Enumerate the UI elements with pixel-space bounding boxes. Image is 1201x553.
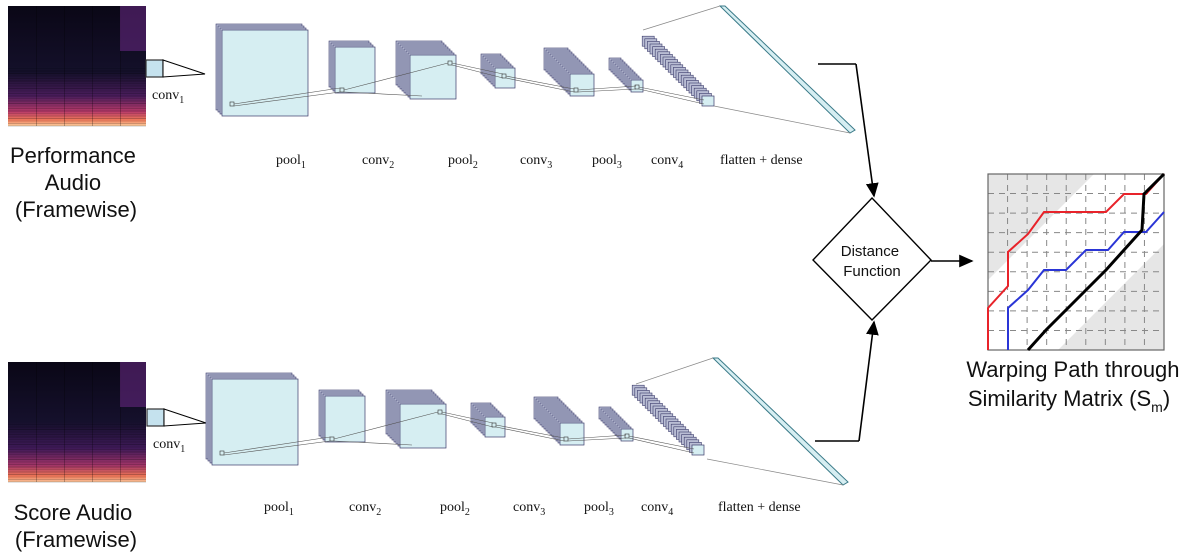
dense-layer-top	[718, 5, 856, 134]
pool4-maps	[631, 384, 705, 456]
layer-label: conv2	[349, 500, 381, 518]
matrix-grid	[988, 174, 1164, 350]
pool3-maps	[533, 396, 585, 446]
conv2-maps	[318, 389, 366, 443]
conv3-maps	[470, 402, 506, 438]
pool2-maps	[395, 40, 457, 100]
similarity-matrix-caption: Warping Path through Similarity Matrix (…	[966, 357, 1185, 415]
pool3-maps	[543, 47, 595, 97]
layer-label: pool2	[448, 153, 478, 171]
conv1-kernel-bottom	[146, 408, 165, 427]
score-cnn-layers	[205, 372, 705, 466]
conv1-kernel-top	[145, 59, 164, 78]
distance-function-label: Distance Function	[841, 243, 904, 280]
pool2-maps	[385, 389, 447, 449]
conv1-cone-top	[162, 59, 206, 78]
score-spectrogram	[8, 362, 146, 483]
warping-path-optimal	[1026, 172, 1166, 352]
layer-label: pool3	[584, 500, 614, 518]
layer-label: flatten + dense	[720, 153, 803, 168]
layer-label: pool1	[276, 153, 306, 171]
conv3-maps	[480, 53, 516, 89]
layer-label: conv3	[513, 500, 545, 518]
dense-layer-bottom	[711, 357, 849, 486]
layer-label: flatten + dense	[718, 500, 801, 515]
connectors	[815, 63, 974, 442]
layer-label: conv3	[520, 153, 552, 171]
pool4-maps	[641, 35, 715, 107]
performance-layer-labels: pool1 conv2 pool2 conv3 pool3 conv4 flat…	[276, 153, 803, 171]
layer-label: pool2	[440, 500, 470, 518]
warping-path-blue	[1007, 211, 1165, 350]
layer-label: pool3	[592, 153, 622, 171]
warping-path-red	[987, 173, 1165, 350]
conv1-label-bottom: conv1	[153, 437, 185, 455]
score-audio-label: Score Audio (Framewise)	[14, 500, 139, 552]
performance-audio-label: Performance Audio (Framewise)	[10, 143, 142, 222]
performance-cnn-layers	[215, 23, 715, 117]
layer-label: conv2	[362, 153, 394, 171]
distance-function-node: Distance Function	[812, 196, 932, 321]
performance-spectrogram	[8, 6, 146, 127]
layer-label: pool1	[264, 500, 294, 518]
similarity-matrix: Warping Path through Similarity Matrix (…	[966, 172, 1185, 415]
score-layer-labels: pool1 conv2 pool2 conv3 pool3 conv4 flat…	[264, 500, 801, 518]
warping-band	[988, 174, 1164, 350]
conv1-cone-bottom	[163, 408, 207, 427]
performance-branch: conv1 Performance Audio (Framewise) pool…	[8, 5, 856, 222]
conv1-label-top: conv1	[152, 88, 184, 106]
layer-label: conv4	[641, 500, 673, 518]
conv2-maps	[328, 40, 376, 94]
layer-label: conv4	[651, 153, 683, 171]
score-branch: conv1 Score Audio (Framewise) pool1 conv…	[8, 357, 849, 552]
